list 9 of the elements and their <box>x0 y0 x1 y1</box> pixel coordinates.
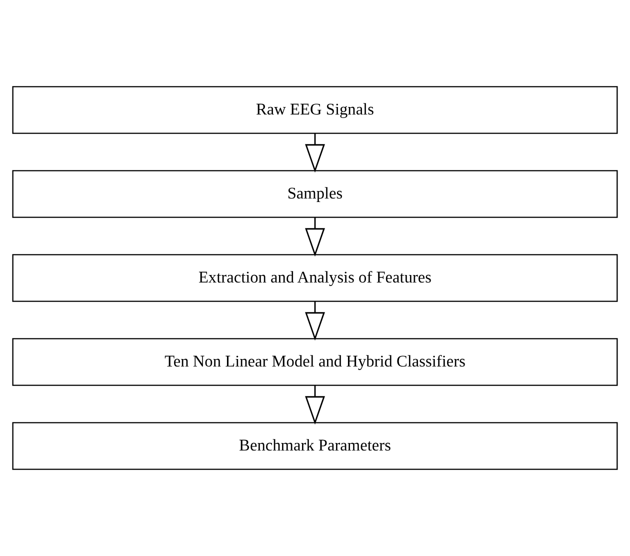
node-box: Raw EEG Signals <box>12 86 618 134</box>
arrow <box>305 301 325 341</box>
node-box: Ten Non Linear Model and Hybrid Classifiers <box>12 338 618 386</box>
arrow <box>305 133 325 173</box>
arrow <box>305 385 325 425</box>
arrow <box>305 217 325 257</box>
node-box: Extraction and Analysis of Features <box>12 254 618 302</box>
node-box: Samples <box>12 170 618 218</box>
node-box: Benchmark Parameters <box>12 422 618 470</box>
